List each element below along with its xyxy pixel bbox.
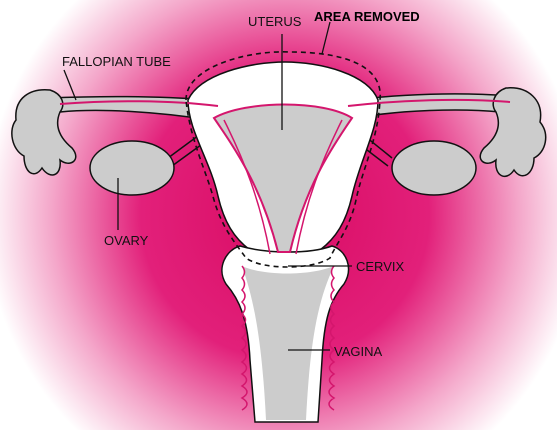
label-fallopian-tube: FALLOPIAN TUBE [62, 54, 171, 69]
label-vagina: VAGINA [334, 344, 382, 359]
label-area-removed: AREA REMOVED [314, 9, 420, 24]
label-cervix: CERVIX [356, 259, 404, 274]
left-ovary [90, 141, 174, 195]
label-uterus: UTERUS [248, 14, 302, 29]
label-ovary: OVARY [104, 233, 149, 248]
right-ovary [392, 141, 476, 195]
